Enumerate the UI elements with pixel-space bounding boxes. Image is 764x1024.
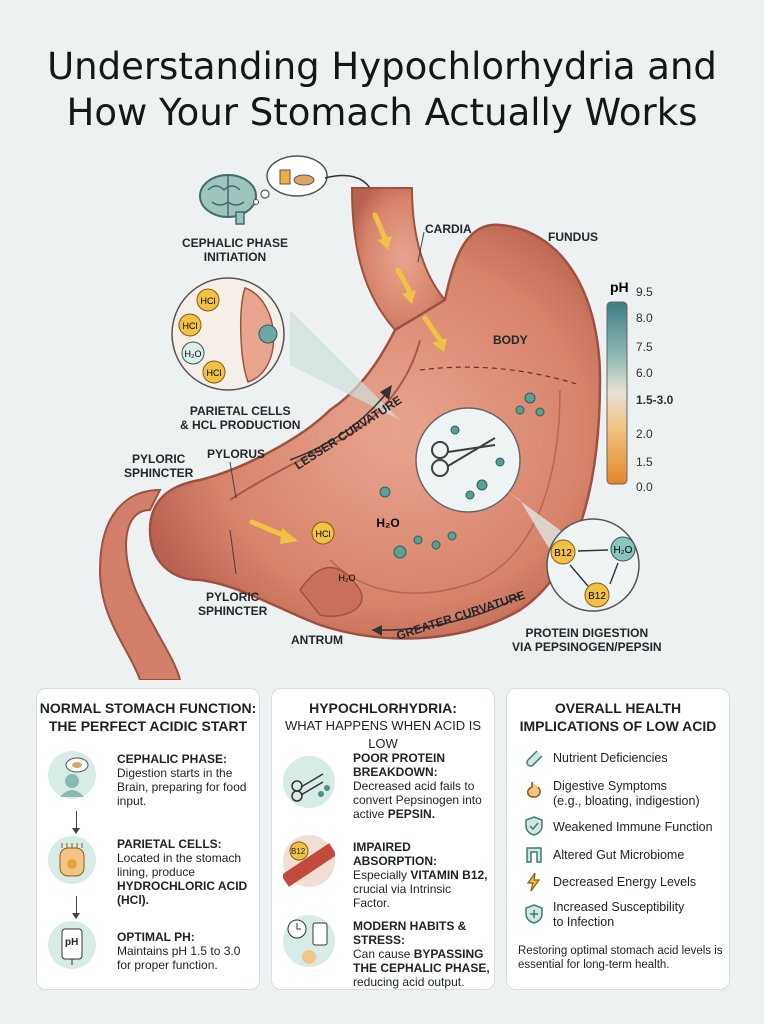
- vessel-b12-icon-text: B12: [291, 847, 306, 856]
- entry-absorption-head: IMPAIRED ABSORPTION:: [353, 840, 437, 868]
- entry-stress-text: Can cause: [353, 947, 411, 961]
- entry-protein-bold: PEPSIN.: [387, 807, 436, 821]
- card-health-implications: OVERALL HEALTH IMPLICATIONS OF LOW ACID: [506, 688, 730, 990]
- enzyme-particles: [379, 392, 545, 559]
- implication-energy: Decreased Energy Levels: [553, 875, 697, 889]
- entry-absorption: IMPAIRED ABSORPTION: Especially VITAMIN …: [353, 840, 491, 910]
- ph-meter-icon: pH: [48, 921, 96, 969]
- pylorus-label: PYLORUS: [207, 447, 266, 461]
- cephalic-phase-label: CEPHALIC PHASE INITIATION: [182, 236, 289, 264]
- card-hypo-title-main: HYPOCHLORHYDRIA:: [309, 700, 457, 716]
- card-normal-title: NORMAL STOMACH FUNCTION: THE PERFECT ACI…: [39, 700, 257, 734]
- cardia-label: CARDIA: [425, 222, 472, 236]
- implication-microbiome: Altered Gut Microbiome: [553, 848, 685, 862]
- parietal-cells-label: PARIETAL CELLS & HCl PRODUCTION: [180, 404, 301, 432]
- entry-stress-text2: reducing acid output.: [353, 975, 465, 989]
- inset-h2o-label-2: H₂O: [185, 349, 202, 359]
- entry-parietal-bold: HYDROCHLORIC ACID (HCl).: [117, 879, 248, 907]
- antrum-label: ANTRUM: [291, 633, 343, 647]
- ph-value-9-5: 9.5: [636, 285, 653, 299]
- arrow-down-2-icon: [72, 896, 80, 919]
- food-thought-bubble-icon: [253, 155, 328, 205]
- stomach-icon: [527, 782, 541, 798]
- ph-scale-label: pH: [610, 279, 629, 295]
- test-tube-icon: [526, 750, 543, 767]
- inset-b12-label-2: B12: [588, 591, 606, 602]
- lightning-icon: [526, 872, 541, 892]
- inset-hcl-label-3: HCl: [207, 368, 222, 378]
- entry-parietal-text: Located in the stomach lining, produce: [117, 851, 242, 879]
- broken-protein-icon: [283, 756, 335, 808]
- health-footer-note: Restoring optimal stomach acid levels is…: [518, 945, 723, 971]
- entry-protein: POOR PROTEIN BREAKDOWN: Decreased acid f…: [353, 751, 489, 821]
- ph-value-6-0: 6.0: [636, 366, 653, 380]
- intestine-icon: [526, 847, 542, 863]
- shield-check-icon: [525, 816, 543, 836]
- pyloric-sphincter-bottom-label: PYLORIC SPHINCTER: [198, 590, 268, 618]
- protein-digestion-label: PROTEIN DIGESTION VIA PEPSINOGEN/PEPSIN: [512, 626, 662, 654]
- entry-cephalic: CEPHALIC PHASE: Digestion starts in the …: [117, 752, 253, 808]
- cephalic-thinking-icon: [48, 751, 96, 799]
- inset-b12-label-1: B12: [554, 548, 572, 559]
- card-hypo-title: HYPOCHLORHYDRIA: WHAT HAPPENS WHEN ACID …: [272, 699, 494, 753]
- pyloric-sphincter-top-label: PYLORIC SPHINCTER: [124, 452, 194, 480]
- antrum-h2o-label: H₂O: [339, 573, 356, 583]
- title-line-1: Understanding Hypochlorhydria and: [47, 45, 717, 88]
- entry-ph-text: Maintains pH 1.5 to 3.0 for proper funct…: [117, 944, 241, 972]
- fundus-label: FUNDUS: [548, 230, 598, 244]
- stress-clock-phone-icon: [283, 915, 335, 967]
- vessel-b12-icon: B12: [281, 835, 337, 887]
- entry-stress-head: MODERN HABITS & STRESS:: [353, 919, 467, 947]
- ph-scale-bar: [606, 301, 628, 485]
- inset-hcl-label-2: HCl: [183, 321, 198, 331]
- ph-value-1-5: 1.5: [636, 455, 653, 469]
- ph-value-0-0: 0.0: [636, 480, 653, 494]
- entry-stress: MODERN HABITS & STRESS: Can cause BYPASS…: [353, 919, 491, 989]
- ph-value-8-0: 8.0: [636, 311, 653, 325]
- entry-parietal-head: PARIETAL CELLS:: [117, 837, 222, 851]
- entry-ph: OPTIMAL pH: Maintains pH 1.5 to 3.0 for …: [117, 930, 253, 972]
- entry-absorption-bold: VITAMIN B12,: [410, 868, 488, 882]
- ph-value-7-5: 7.5: [636, 340, 653, 354]
- entry-absorption-text: crucial via Intrinsic Factor.: [353, 882, 452, 910]
- implication-infection: Increased Susceptibility to Infection: [553, 900, 685, 929]
- entry-protein-text: Decreased acid fails to convert Pepsinog…: [353, 779, 482, 821]
- entry-protein-head: POOR PROTEIN BREAKDOWN:: [353, 751, 446, 779]
- inset-hcl-label-1: HCl: [201, 296, 216, 306]
- hcl-molecule: [311, 521, 335, 545]
- card-hypo-subtitle: WHAT HAPPENS WHEN ACID IS LOW: [285, 718, 481, 751]
- ph-value-2-0: 2.0: [636, 427, 653, 441]
- stomach-shape: [148, 223, 602, 640]
- body-label: BODY: [493, 333, 528, 347]
- entry-stress-bold: BYPASSING THE CEPHALIC PHASE,: [353, 947, 490, 975]
- implication-digestive: Digestive Symptoms (e.g., bloating, indi…: [553, 779, 700, 808]
- shield-plus-icon: [525, 904, 543, 924]
- ph-meter-icon-text: pH: [65, 937, 79, 948]
- implication-nutrient: Nutrient Deficiencies: [553, 751, 668, 765]
- entry-cephalic-head: CEPHALIC PHASE:: [117, 752, 228, 766]
- hcl-molecule-label: HCl: [316, 529, 331, 539]
- brain-icon: [199, 174, 257, 225]
- entry-absorption-pre: Especially: [353, 868, 408, 882]
- entry-ph-head: OPTIMAL pH:: [117, 930, 195, 944]
- body-h2o-label: H₂O: [376, 516, 399, 530]
- scissors-icon: [431, 437, 496, 477]
- title-line-2: How Your Stomach Actually Works: [66, 91, 698, 134]
- ph-value-optimal: 1.5-3.0: [636, 393, 674, 407]
- arrow-down-1-icon: [72, 811, 80, 834]
- stomach-illustration: HCl H₂O H₂O B12 H₂O B12 HCl HCl H₂O HCl …: [98, 155, 640, 680]
- card-health-title: OVERALL HEALTH IMPLICATIONS OF LOW ACID: [519, 700, 717, 734]
- page-title: Understanding Hypochlorhydria and How Yo…: [0, 44, 764, 136]
- inset-h2o-label: H₂O: [614, 545, 633, 556]
- implication-immune: Weakened Immune Function: [553, 820, 713, 834]
- entry-parietal: PARIETAL CELLS: Located in the stomach l…: [117, 837, 257, 907]
- entry-cephalic-text: Digestion starts in the Brain, preparing…: [117, 766, 247, 808]
- parietal-cell-icon: [48, 836, 96, 884]
